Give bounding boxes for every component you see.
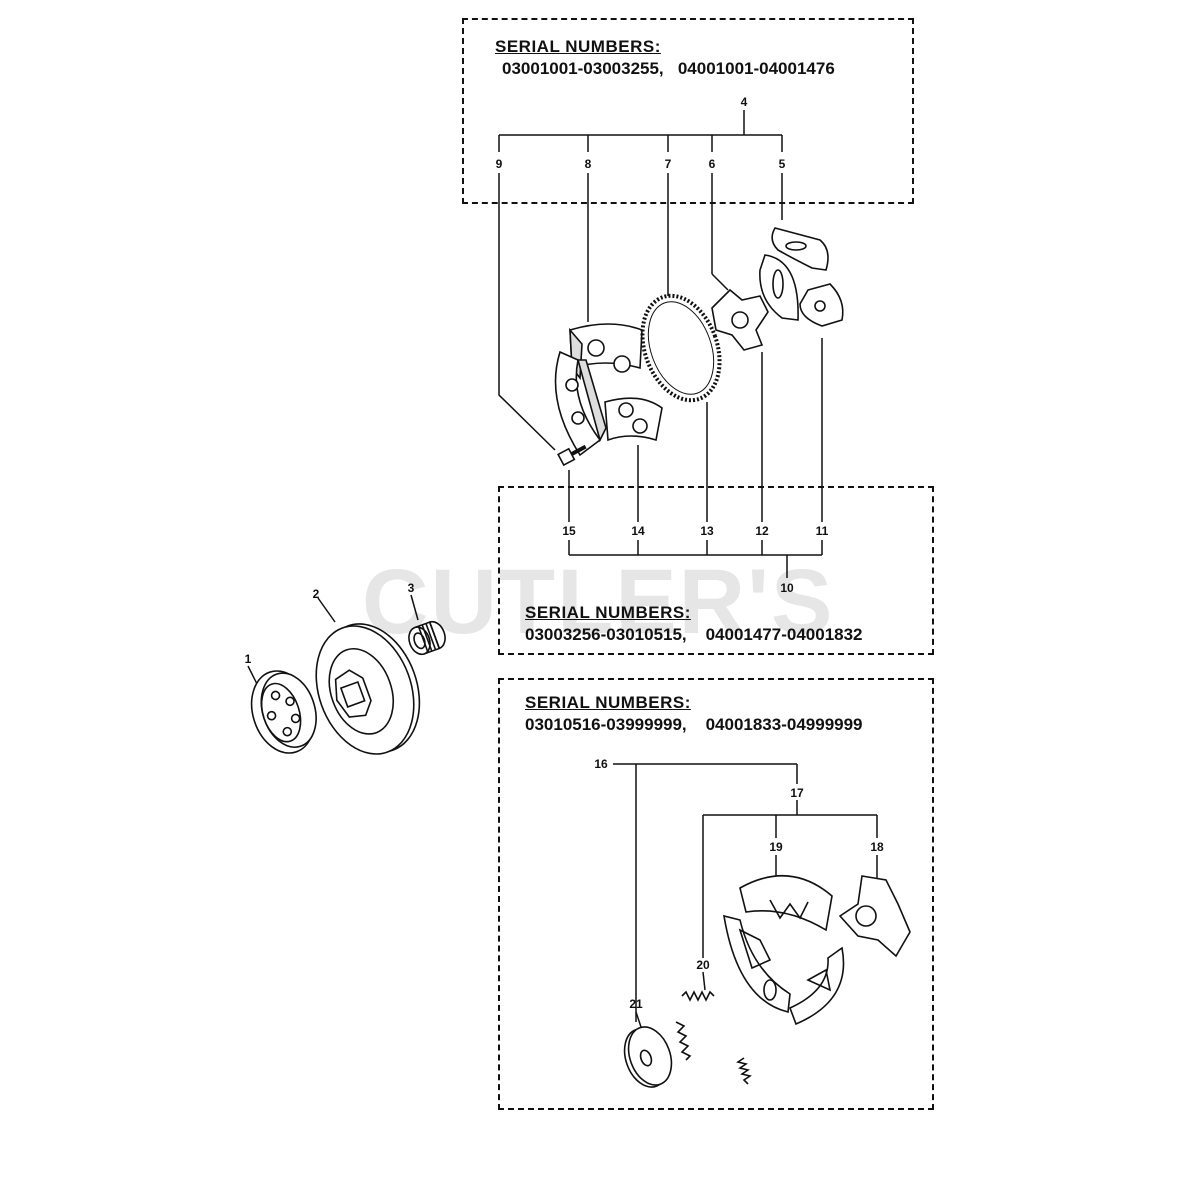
clutch-drum-icon	[315, 623, 421, 755]
serial-range: 04001477-04001832	[705, 625, 863, 644]
serial-range: 04001001-04001476	[677, 59, 835, 78]
callout-16: 16	[594, 757, 608, 771]
spring-icon	[736, 1057, 752, 1085]
callout-17: 17	[790, 786, 804, 800]
serial-heading: SERIAL NUMBERS:	[525, 603, 691, 622]
clutch-plate-icon	[554, 350, 607, 457]
clutch-shoe-icon	[723, 914, 791, 1013]
callout-2: 2	[313, 587, 320, 601]
clutch-shoe-icon	[604, 397, 663, 442]
serial-heading: SERIAL NUMBERS:	[525, 693, 691, 712]
spring-ring-icon	[640, 293, 722, 403]
callout-7: 7	[665, 157, 672, 171]
callout-15: 15	[562, 524, 576, 538]
callout-10: 10	[780, 581, 794, 595]
serial-group-box-1	[462, 18, 914, 204]
callout-8: 8	[585, 157, 592, 171]
leader-lines	[247, 110, 878, 1031]
clutch-shoe-icon	[788, 946, 845, 1026]
spring-icon	[681, 990, 715, 1002]
serial-range: 04001833-04999999	[705, 715, 863, 734]
callout-12: 12	[755, 524, 769, 538]
serial-group-1: SERIAL NUMBERS: 03001001-03003255, 04001…	[495, 36, 835, 80]
callout-5: 5	[779, 157, 786, 171]
callout-6: 6	[709, 157, 716, 171]
serial-range: 03003256-03010515,	[525, 625, 687, 644]
callout-20: 20	[696, 958, 710, 972]
callout-21: 21	[629, 997, 643, 1011]
callout-11: 11	[816, 524, 829, 538]
callout-3: 3	[408, 581, 415, 595]
callout-18: 18	[870, 840, 884, 854]
needle-bearing-icon	[408, 620, 446, 656]
screw-icon	[557, 444, 587, 467]
rim-sprocket-icon	[250, 670, 317, 754]
parts	[250, 227, 911, 1088]
clutch-plate-icon	[799, 283, 844, 327]
clutch-shoe-icon	[739, 874, 833, 932]
serial-range: 03010516-03999999,	[525, 715, 687, 734]
callout-1: 1	[245, 652, 252, 666]
spring-icon	[675, 1021, 692, 1061]
callout-labels: 4 9 8 7 6 5 15 14 13 12 11 10 1 2 3 16 1…	[245, 95, 884, 1011]
serial-group-box-2	[498, 486, 934, 655]
serial-group-3: SERIAL NUMBERS: 03010516-03999999, 04001…	[525, 692, 863, 736]
clutch-hub-icon	[838, 875, 911, 958]
clutch-plate-icon	[759, 254, 799, 321]
serial-group-box-3	[498, 678, 934, 1110]
clutch-hub-icon	[711, 288, 769, 351]
callout-13: 13	[700, 524, 714, 538]
serial-group-2: SERIAL NUMBERS: 03003256-03010515, 04001…	[525, 602, 863, 646]
callout-4: 4	[741, 95, 748, 109]
callout-9: 9	[496, 157, 503, 171]
clutch-plate-icon	[771, 227, 829, 271]
washer-icon	[623, 1026, 673, 1088]
callout-14: 14	[631, 524, 645, 538]
clutch-shoe-icon	[569, 323, 643, 381]
callout-19: 19	[769, 840, 783, 854]
serial-range: 03001001-03003255,	[502, 59, 664, 78]
serial-heading: SERIAL NUMBERS:	[495, 37, 661, 56]
